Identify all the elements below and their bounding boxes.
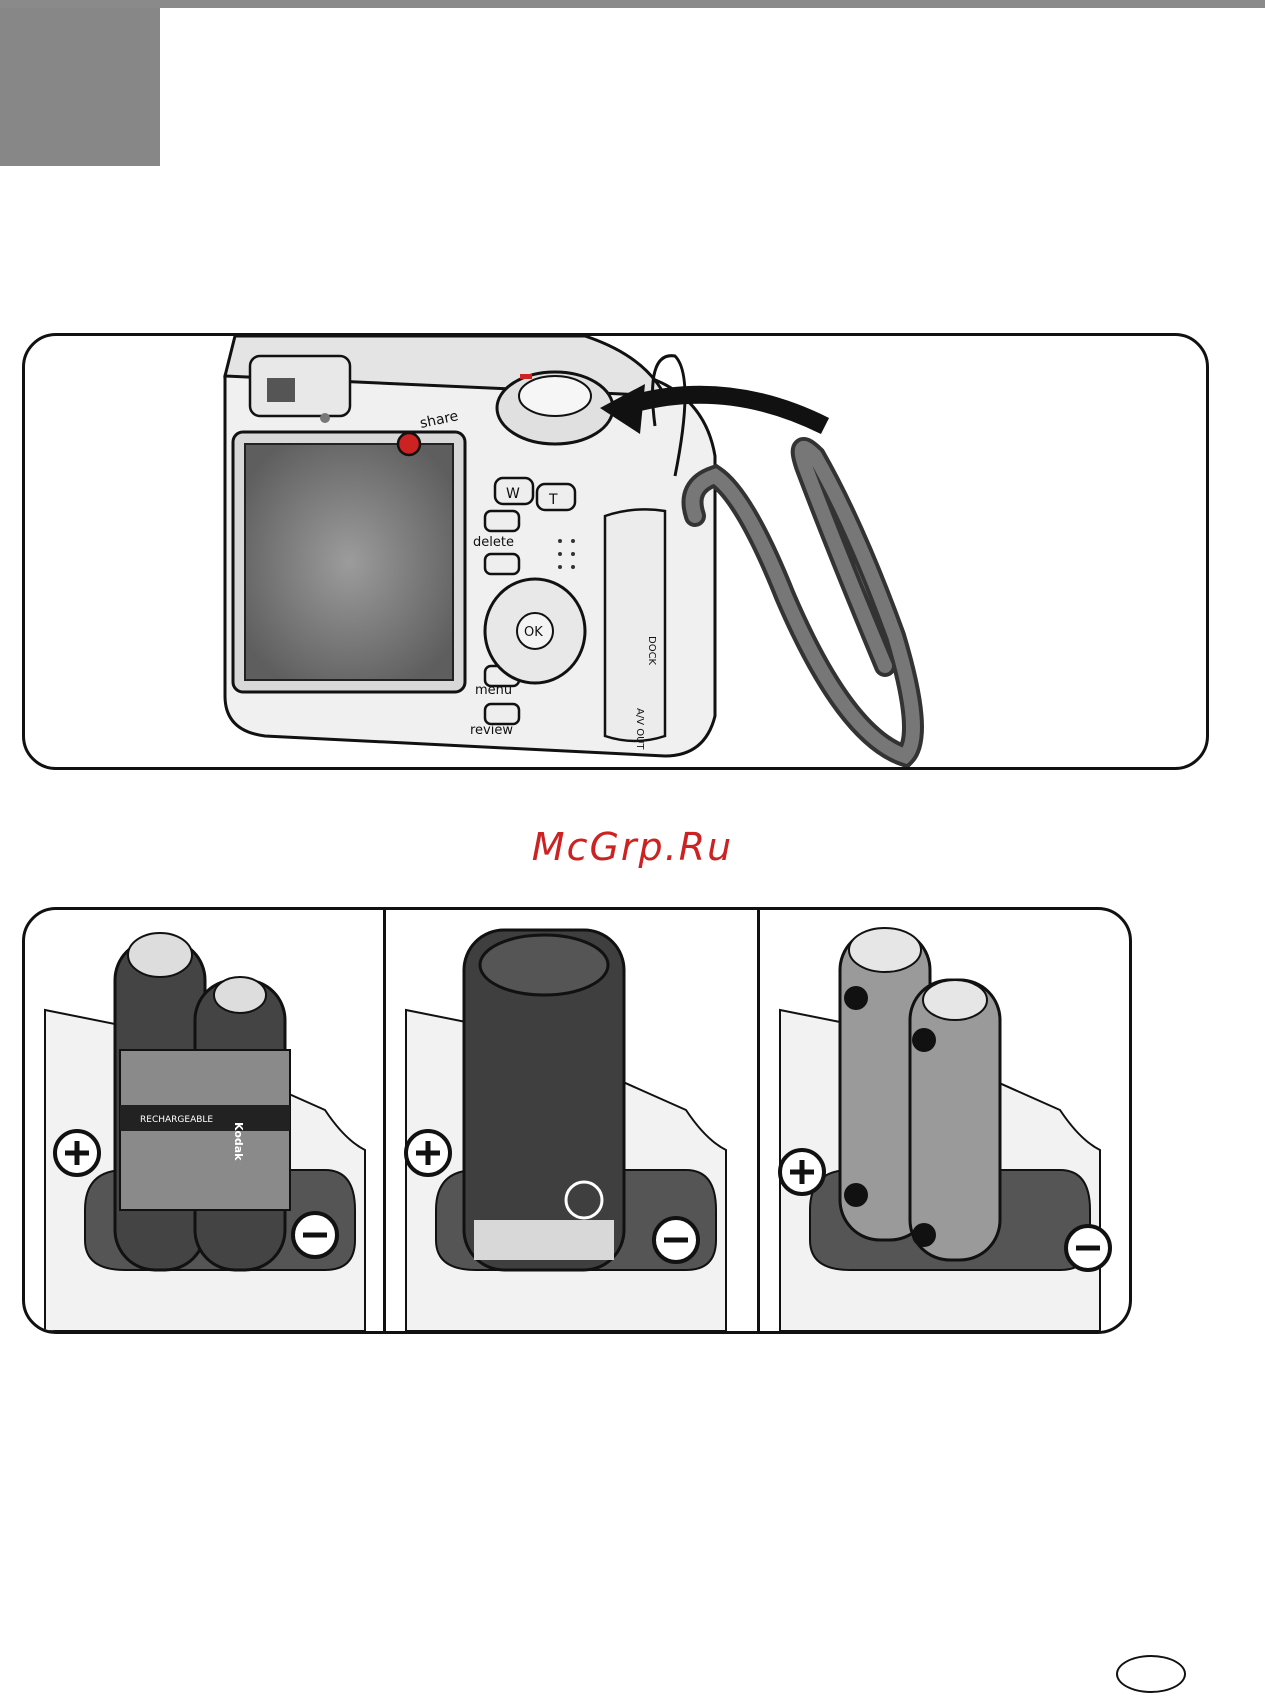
plus-icon xyxy=(912,1028,936,1052)
share-button[interactable] xyxy=(398,433,420,455)
viewfinder-window xyxy=(267,378,295,402)
zoom-wide-label: W xyxy=(506,486,520,502)
battery-top-left xyxy=(128,933,192,977)
aa-battery-right-top xyxy=(923,980,987,1020)
port-label: A/V OUT xyxy=(634,708,645,750)
battery-bottom-band xyxy=(474,1220,614,1260)
viewfinder xyxy=(250,356,350,416)
li-ion-battery-drawing xyxy=(386,910,757,1331)
ok-label: OK xyxy=(524,625,543,640)
minus-icon xyxy=(844,986,868,1010)
review-label: review xyxy=(470,723,513,738)
aa-battery-drawing xyxy=(760,910,1129,1331)
battery-brand: Kodak xyxy=(232,1122,245,1161)
chapter-tab xyxy=(0,8,160,166)
plus-icon xyxy=(844,1183,868,1207)
aa-battery-left-top xyxy=(849,928,921,972)
menu-label: menu xyxy=(475,683,512,698)
battery-label: RECHARGEABLE xyxy=(140,1115,213,1125)
indicator-led xyxy=(320,413,330,423)
minus-icon xyxy=(912,1223,936,1247)
crv3-battery-drawing: Kodak RECHARGEABLE xyxy=(25,910,383,1331)
dial-red-mark xyxy=(520,374,532,379)
zoom-tele-label: T xyxy=(548,492,558,508)
dock-label: DOCK xyxy=(646,636,657,666)
wrist-strap-inner xyxy=(693,448,914,756)
shutter-button[interactable] xyxy=(519,376,591,416)
page-number-oval xyxy=(1116,1655,1186,1693)
delete-button[interactable] xyxy=(485,511,519,531)
watermark: McGrp.Ru xyxy=(0,825,1265,869)
aa-battery-right xyxy=(910,980,1000,1260)
header-rule xyxy=(0,0,1265,8)
lcd-screen xyxy=(245,444,453,680)
side-door xyxy=(605,509,665,741)
battery-top-right xyxy=(214,977,266,1013)
delete-label: delete xyxy=(473,535,514,550)
review-button[interactable] xyxy=(485,704,519,724)
camera-strap-drawing: share W T delete menu review OK DOCK A/V… xyxy=(25,336,1206,767)
battery-types-illustration: Kodak RECHARGEABLE xyxy=(22,907,1132,1334)
wrist-strap-illustration: share W T delete menu review OK DOCK A/V… xyxy=(22,333,1209,770)
info-button[interactable] xyxy=(485,554,519,574)
battery-top xyxy=(480,935,608,995)
